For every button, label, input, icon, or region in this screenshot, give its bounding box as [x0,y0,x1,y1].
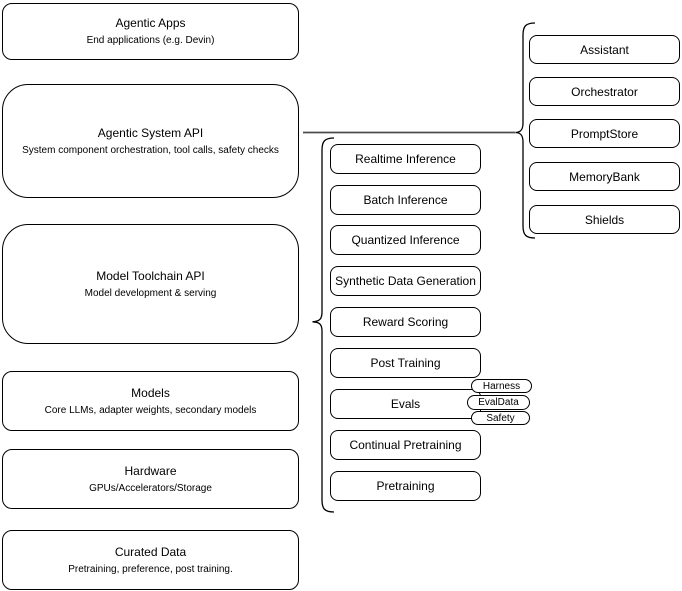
node-title: Agentic Apps [115,16,186,30]
node-reward-scoring: Reward Scoring [330,307,481,337]
node-title: Models [131,385,170,400]
tag-label: Harness [482,380,521,392]
node-synthetic-data-generation: Synthetic Data Generation [330,266,481,296]
node-evals: Evals [330,389,481,419]
node-label: MemoryBank [569,169,640,184]
tag-label: Safety [486,412,515,424]
node-subtitle: Pretraining, preference, post training. [68,563,233,575]
node-subtitle: Model development & serving [84,287,217,299]
node-label: Reward Scoring [362,315,449,329]
tag-harness: Harness [471,379,532,393]
node-hardware: Hardware GPUs/Accelerators/Storage [2,449,299,509]
node-label: PromptStore [570,126,639,141]
node-orchestrator: Orchestrator [529,77,680,106]
node-realtime-inference: Realtime Inference [330,144,481,174]
node-label: Assistant [580,42,629,57]
node-title: Agentic System API [97,125,204,140]
node-pretraining: Pretraining [330,471,481,501]
node-title: Model Toolchain API [96,268,205,283]
node-models: Models Core LLMs, adapter weights, secon… [2,371,299,431]
node-curated-data: Curated Data Pretraining, preference, po… [2,530,299,590]
node-post-training: Post Training [330,348,481,378]
node-continual-pretraining: Continual Pretraining [330,430,481,460]
tag-evaldata: EvalData [467,395,530,410]
node-agentic-apps: Agentic Apps End applications (e.g. Devi… [2,3,299,60]
tag-safety: Safety [471,411,530,425]
node-subtitle: Core LLMs, adapter weights, secondary mo… [44,404,257,416]
node-shields: Shields [529,205,680,234]
node-label: Batch Inference [363,193,448,207]
node-label: Quantized Inference [351,233,460,247]
node-label: Post Training [370,356,441,370]
tag-label: EvalData [478,397,519,408]
node-model-toolchain-api: Model Toolchain API Model development & … [2,224,299,344]
node-label: Continual Pretraining [349,438,462,452]
node-label: Realtime Inference [355,152,456,166]
node-label: Pretraining [376,479,435,493]
node-title: Curated Data [114,544,187,559]
node-subtitle: End applications (e.g. Devin) [86,35,215,46]
node-label: Synthetic Data Generation [335,274,476,288]
node-label: Evals [390,397,421,411]
node-title: Hardware [124,463,177,478]
node-label: Shields [584,212,625,227]
node-subtitle: GPUs/Accelerators/Storage [89,482,212,494]
node-assistant: Assistant [529,35,680,64]
node-quantized-inference: Quantized Inference [330,225,481,255]
node-agentic-system-api: Agentic System API System component orch… [2,84,299,198]
node-promptstore: PromptStore [529,119,680,148]
node-memorybank: MemoryBank [529,162,680,191]
node-label: Orchestrator [571,84,638,99]
node-subtitle: System component orchestration, tool cal… [22,144,279,156]
node-batch-inference: Batch Inference [330,185,481,215]
